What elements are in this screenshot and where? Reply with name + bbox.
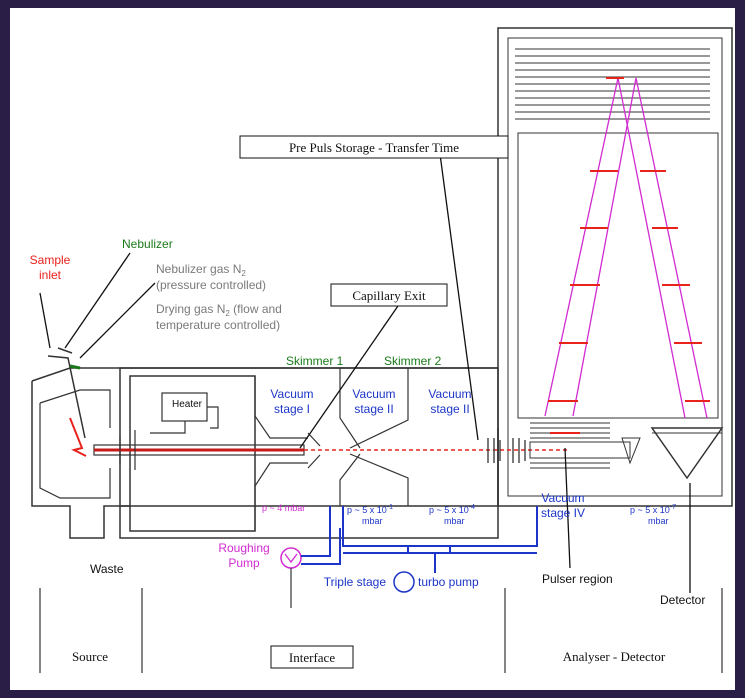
skimmer-1-label: Skimmer 1 <box>286 354 344 368</box>
section-analyser-detector-label: Analyser - Detector <box>563 649 666 664</box>
vacuum-stage-1-line2: stage I <box>274 402 310 416</box>
diagram-frame: Heater <box>10 8 735 690</box>
nebulizer-gas-text: Nebulizer gas N <box>156 262 241 276</box>
pre-puls-label: Pre Puls Storage - Transfer Time <box>289 140 459 155</box>
nebulizer-gas-subscript: 2 <box>241 269 246 278</box>
sprayer <box>47 347 87 457</box>
vacuum-stage-2-line2: stage II <box>354 402 393 416</box>
capillary-exit-label: Capillary Exit <box>352 288 426 303</box>
pressure-3-line1: p ~ 5 x 10-4 <box>429 504 475 515</box>
drying-gas-text-tail: (flow and <box>230 302 282 316</box>
vacuum-stage-1-line1: Vacuum <box>270 387 313 401</box>
turbo-pump-icon <box>393 571 415 593</box>
pressure-3-text: p ~ 5 x 10 <box>429 505 469 515</box>
pressure-2-text: p ~ 5 x 10 <box>347 505 387 515</box>
pressure-4-text: p ~ 5 x 10 <box>630 505 670 515</box>
detector-label: Detector <box>660 593 705 607</box>
esi-tof-schematic: Heater <box>30 27 733 673</box>
nebulizer-gas-label-line1: Nebulizer gas N2 <box>156 262 246 278</box>
flight-tube-outer <box>497 27 733 507</box>
pressure-2-line2: mbar <box>362 516 383 526</box>
skimmers <box>254 368 409 531</box>
tof-pulse-markers <box>548 77 710 402</box>
callout-arrows <box>39 153 691 593</box>
drying-gas-label-line1: Drying gas N2 (flow and <box>156 302 282 318</box>
roughing-pump <box>280 547 302 608</box>
roughing-pump-label-line2: Pump <box>228 556 260 570</box>
vacuum-stage-3-line2: stage II <box>430 402 469 416</box>
reflectron <box>515 48 710 120</box>
skimmer-2-label: Skimmer 2 <box>384 354 442 368</box>
section-dividers <box>39 588 723 673</box>
vacuum-stage-3-line1: Vacuum <box>428 387 471 401</box>
sample-inlet-label-line1: Sample <box>30 253 71 267</box>
pre-puls-box <box>239 135 509 159</box>
detector-cone <box>650 427 724 480</box>
pressure-2-line1: p ~ 5 x 10-1 <box>347 504 393 515</box>
vacuum-stage-4-line2: stage IV <box>541 506 585 520</box>
pressure-4-exponent: -7 <box>670 504 676 511</box>
section-interface-label: Interface <box>289 650 335 665</box>
capillary <box>93 430 305 470</box>
heater-label: Heater <box>172 399 203 410</box>
triple-stage-label: Triple stage <box>324 575 387 589</box>
vacuum-stage-2-line1: Vacuum <box>352 387 395 401</box>
tof-ion-path <box>544 77 708 419</box>
roughing-pump-label-line1: Roughing <box>218 541 269 555</box>
pressure-3-exponent: -4 <box>469 504 475 511</box>
turbo-pump-label: turbo pump <box>418 575 479 589</box>
interface-box <box>270 645 354 669</box>
capillary-exit-box <box>330 283 448 307</box>
drying-gas-label-line2: temperature controlled) <box>156 318 280 332</box>
pressure-3-line2: mbar <box>444 516 465 526</box>
waste-label: Waste <box>90 562 124 576</box>
pulser-stack <box>529 417 631 469</box>
pressure-2-exponent: -1 <box>387 504 393 511</box>
pressure-1-label: p ~ 4 mbar <box>262 503 305 513</box>
pressure-4-line1: p ~ 5 x 10-7 <box>630 504 676 515</box>
turbo-manifold <box>342 506 538 573</box>
sample-inlet-label-line2: inlet <box>39 268 62 282</box>
field-free-region <box>517 132 719 419</box>
section-source-label: Source <box>72 649 108 664</box>
pressure-4-line2: mbar <box>648 516 669 526</box>
beam-stop <box>621 437 641 465</box>
source-chamber <box>39 389 111 499</box>
pulser-region-label: Pulser region <box>542 572 613 586</box>
flight-tube-inner <box>507 37 723 497</box>
ion-optics <box>487 438 526 463</box>
drying-gas-subscript: 2 <box>225 309 230 318</box>
roughing-lines <box>301 506 341 565</box>
drying-gas-text: Drying gas N <box>156 302 225 316</box>
heater-assembly <box>150 392 219 434</box>
nebulizer-gas-label-line2: (pressure controlled) <box>156 278 266 292</box>
vacuum-stage-4-line1: Vacuum <box>541 491 584 505</box>
nebulizer-label: Nebulizer <box>122 237 173 251</box>
